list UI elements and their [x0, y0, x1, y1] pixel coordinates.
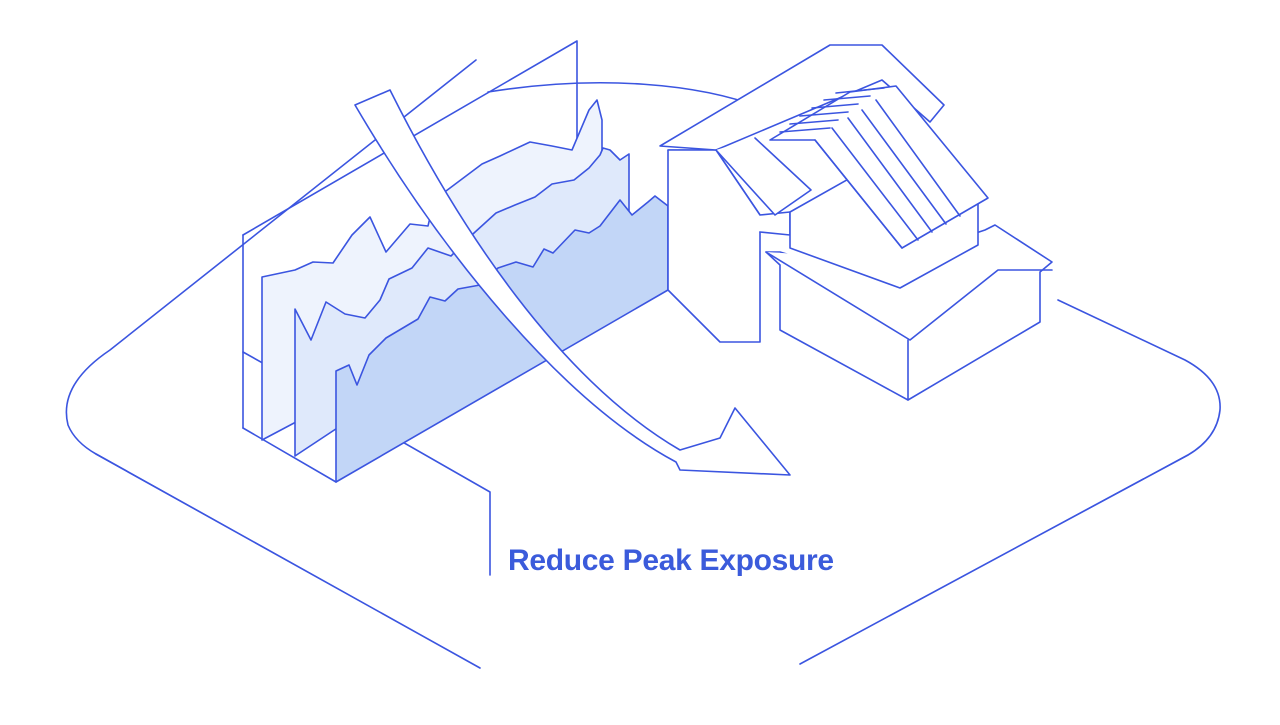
downward-arrow — [354, 89, 791, 476]
house — [659, 44, 1053, 401]
caption-reduce-peak-exposure: Reduce Peak Exposure — [508, 544, 834, 577]
platform — [59, 59, 1221, 669]
chart-block — [242, 40, 669, 576]
